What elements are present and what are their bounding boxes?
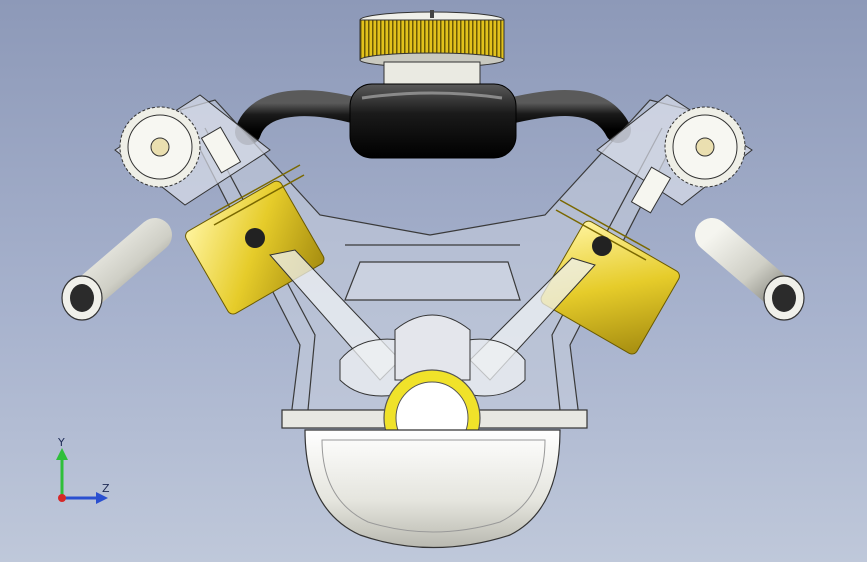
y-axis-label: Y xyxy=(57,436,65,449)
intake-manifold[interactable] xyxy=(235,83,631,159)
z-axis-label: Z xyxy=(102,482,110,495)
coordinate-triad: Y Z xyxy=(56,436,110,504)
left-piston[interactable] xyxy=(183,164,326,316)
right-piston[interactable] xyxy=(539,199,682,356)
oil-sump[interactable] xyxy=(304,429,561,549)
air-filter[interactable] xyxy=(359,10,505,85)
connecting-rods[interactable] xyxy=(269,249,596,397)
left-exhaust-pipe[interactable] xyxy=(61,218,172,321)
right-exhaust-pipe[interactable] xyxy=(695,218,805,321)
left-cylinder-head[interactable] xyxy=(114,94,271,206)
right-cylinder-head[interactable] xyxy=(596,94,753,214)
